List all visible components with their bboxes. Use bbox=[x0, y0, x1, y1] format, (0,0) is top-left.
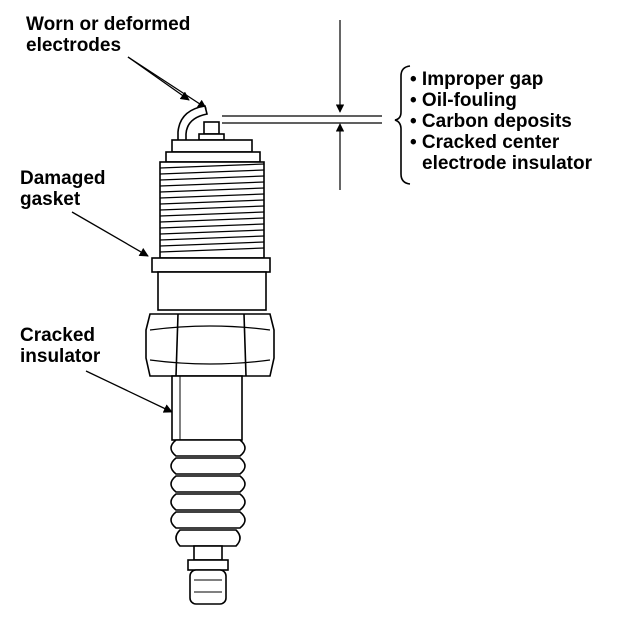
damaged-gasket-line-1: Damaged bbox=[20, 168, 106, 189]
gap-issue-carbon-deposits: • Carbon deposits bbox=[410, 111, 572, 132]
insulator-ribs bbox=[170, 439, 246, 547]
gap-issue-cracked-center: • Cracked center bbox=[410, 132, 560, 153]
gap-issue-improper-gap: • Improper gap bbox=[410, 69, 544, 90]
worn-electrodes-line-2: electrodes bbox=[26, 35, 122, 56]
gap-issue-electrode-insulator: electrode insulator bbox=[422, 153, 592, 174]
worn-electrodes-line-1: Worn or deformed bbox=[26, 14, 191, 35]
gap-issues-bracket bbox=[394, 65, 411, 185]
center-electrode bbox=[203, 121, 220, 135]
damaged-gasket-label: Damaged gasket bbox=[20, 168, 106, 210]
cracked-insulator-line-2: insulator bbox=[20, 346, 101, 367]
spark-plug bbox=[145, 105, 275, 605]
cracked-insulator-line-1: Cracked bbox=[20, 325, 95, 346]
hex-nut bbox=[145, 313, 275, 377]
insulator bbox=[171, 375, 243, 441]
damaged-gasket-line-2: gasket bbox=[20, 189, 81, 210]
gap-dimension bbox=[222, 20, 382, 190]
callout-arrows bbox=[71, 56, 207, 413]
gap-issues-list: • Improper gap • Oil-fouling • Carbon de… bbox=[410, 69, 592, 174]
cracked-insulator-label: Cracked insulator bbox=[20, 325, 100, 367]
gap-issue-oil-fouling: • Oil-fouling bbox=[410, 90, 517, 111]
terminal bbox=[189, 569, 227, 605]
gasket bbox=[151, 257, 271, 273]
worn-electrodes-label: Worn or deformed electrodes bbox=[26, 14, 190, 56]
